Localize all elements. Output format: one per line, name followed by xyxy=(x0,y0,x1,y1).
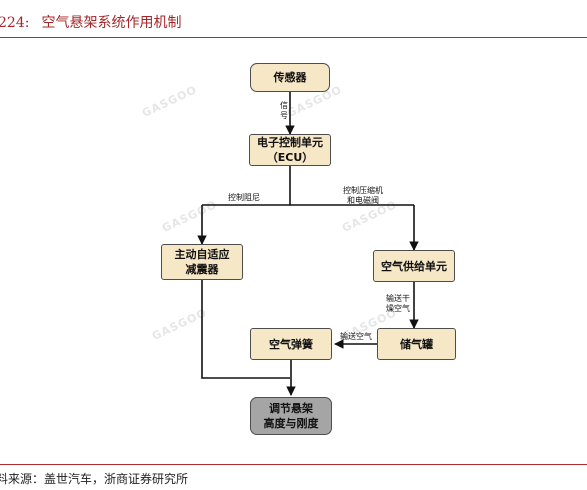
edge-label-deliver-dry-air-line2: 燥空气 xyxy=(386,304,410,313)
node-air-spring-label: 空气弹簧 xyxy=(269,337,313,351)
node-ecu: 电子控制单元 （ECU） xyxy=(249,134,331,166)
edge-label-deliver-dry-air: 输送干 燥空气 xyxy=(386,294,410,314)
caption-divider xyxy=(0,37,587,38)
edge-label-control-compressor-line2: 和电磁阀 xyxy=(347,196,379,205)
node-air-tank: 储气罐 xyxy=(377,328,456,360)
node-air-supply-unit: 空气供给单元 xyxy=(373,250,455,282)
edge-label-deliver-dry-air-line1: 输送干 xyxy=(386,294,410,303)
node-active-damper-line1: 主动自适应 xyxy=(174,248,230,261)
node-sensor: 传感器 xyxy=(250,63,330,92)
node-air-supply-unit-label: 空气供给单元 xyxy=(381,259,447,273)
node-air-tank-label: 储气罐 xyxy=(400,337,433,351)
node-ecu-label-line1: 电子控制单元 xyxy=(257,136,323,149)
edge-label-control-damping: 控制阻尼 xyxy=(228,193,260,202)
source-note: 料来源：盖世汽车，浙商证券研究所 xyxy=(0,470,188,488)
node-adjust-suspension: 调节悬架 高度与刚度 xyxy=(250,397,332,435)
figure-number: 224: xyxy=(0,15,30,31)
figure-caption: 224: 空气悬架系统作用机制 xyxy=(0,12,587,34)
edge-label-control-compressor-line1: 控制压缩机 xyxy=(343,186,383,195)
source-divider xyxy=(0,464,587,465)
edge-label-signal: 信号 xyxy=(280,101,288,120)
edge-label-deliver-air: 输送空气 xyxy=(340,332,372,341)
edge-label-control-compressor: 控制压缩机 和电磁阀 xyxy=(343,186,383,206)
edge-damper-result xyxy=(201,280,290,379)
node-sensor-label: 传感器 xyxy=(273,71,307,84)
figure-title: 空气悬架系统作用机制 xyxy=(41,15,182,31)
node-adjust-suspension-line2: 高度与刚度 xyxy=(263,417,319,430)
source-text: 料来源：盖世汽车，浙商证券研究所 xyxy=(0,472,189,486)
node-ecu-label-line2: （ECU） xyxy=(266,151,314,164)
node-air-spring: 空气弹簧 xyxy=(250,328,332,360)
node-active-damper-line2: 减震器 xyxy=(185,263,219,276)
node-active-damper: 主动自适应 减震器 xyxy=(161,244,243,280)
node-adjust-suspension-line1: 调节悬架 xyxy=(269,402,313,415)
